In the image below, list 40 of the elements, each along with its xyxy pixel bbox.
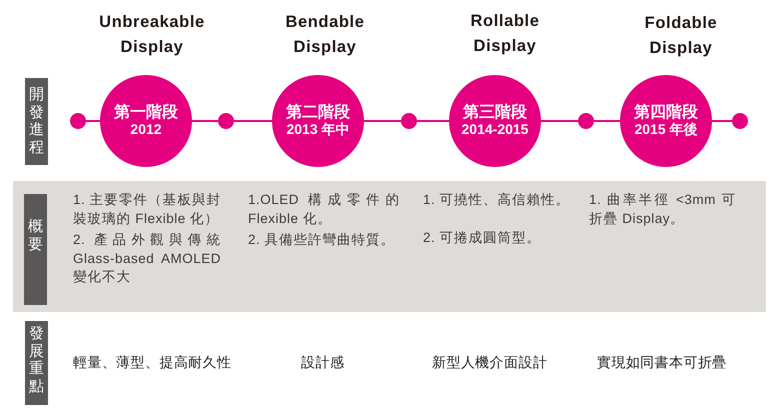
timeline-dot: [578, 113, 594, 129]
stage-heading: Rollable Display: [470, 11, 540, 57]
summary-text: 2. 可捲成圓筒型。: [423, 229, 542, 247]
summary-text: 2. 產品外觀與傳統 Glass-based AMOLED 變化不大: [73, 231, 221, 286]
stage-title: 第一階段: [114, 104, 178, 121]
summary-text: 2. 具備些許彎曲特質。: [248, 231, 396, 249]
stage-heading: Unbreakable Display: [98, 12, 206, 58]
stage-year: 2012: [130, 121, 162, 138]
stage-title: 第二階段: [286, 104, 350, 121]
connector-line: [234, 120, 272, 122]
summary-text: 1. 主要零件（基板與封裝玻璃的 Flexible 化）: [73, 191, 221, 228]
timeline-dot: [70, 113, 86, 129]
connector-line: [594, 120, 620, 122]
connector-line: [192, 120, 218, 122]
connector-line: [364, 120, 401, 122]
key-point-text: 實現如同書本可折疊: [597, 353, 727, 371]
summary-text: 1. 曲率半徑 <3mm 可折疊 Display。: [589, 191, 736, 228]
key-point-text: 輕量、薄型、提高耐久性: [73, 353, 232, 371]
key-point-text: 新型人機介面設計: [432, 353, 548, 371]
stage-heading: Bendable Display: [284, 12, 366, 58]
stage-title: 第四階段: [634, 104, 698, 121]
stage-title: 第三階段: [463, 104, 527, 121]
timeline-dot: [732, 113, 748, 129]
timeline-dot: [401, 113, 417, 129]
connector-line: [541, 120, 578, 122]
stage-year: 2014-2015: [462, 121, 528, 138]
connector-line: [417, 120, 449, 122]
row-heading-tag: 發展重點: [25, 321, 48, 405]
summary-band: [13, 181, 766, 312]
timeline-dot: [218, 113, 234, 129]
connector-line: [86, 120, 100, 122]
row-heading-tag: 開發進程: [25, 78, 48, 165]
summary-text: 1. 可撓性、高信賴性。: [423, 191, 572, 209]
connector-line: [712, 120, 732, 122]
key-point-text: 設計感: [301, 353, 344, 371]
row-heading-tag: 概要: [24, 194, 47, 305]
stage-year: 2015 年後: [634, 121, 698, 138]
summary-text: 1.OLED 構成零件的 Flexible 化。: [248, 191, 400, 228]
stage-heading: Foldable Display: [644, 13, 718, 59]
stage-year: 2013 年中: [286, 121, 350, 138]
